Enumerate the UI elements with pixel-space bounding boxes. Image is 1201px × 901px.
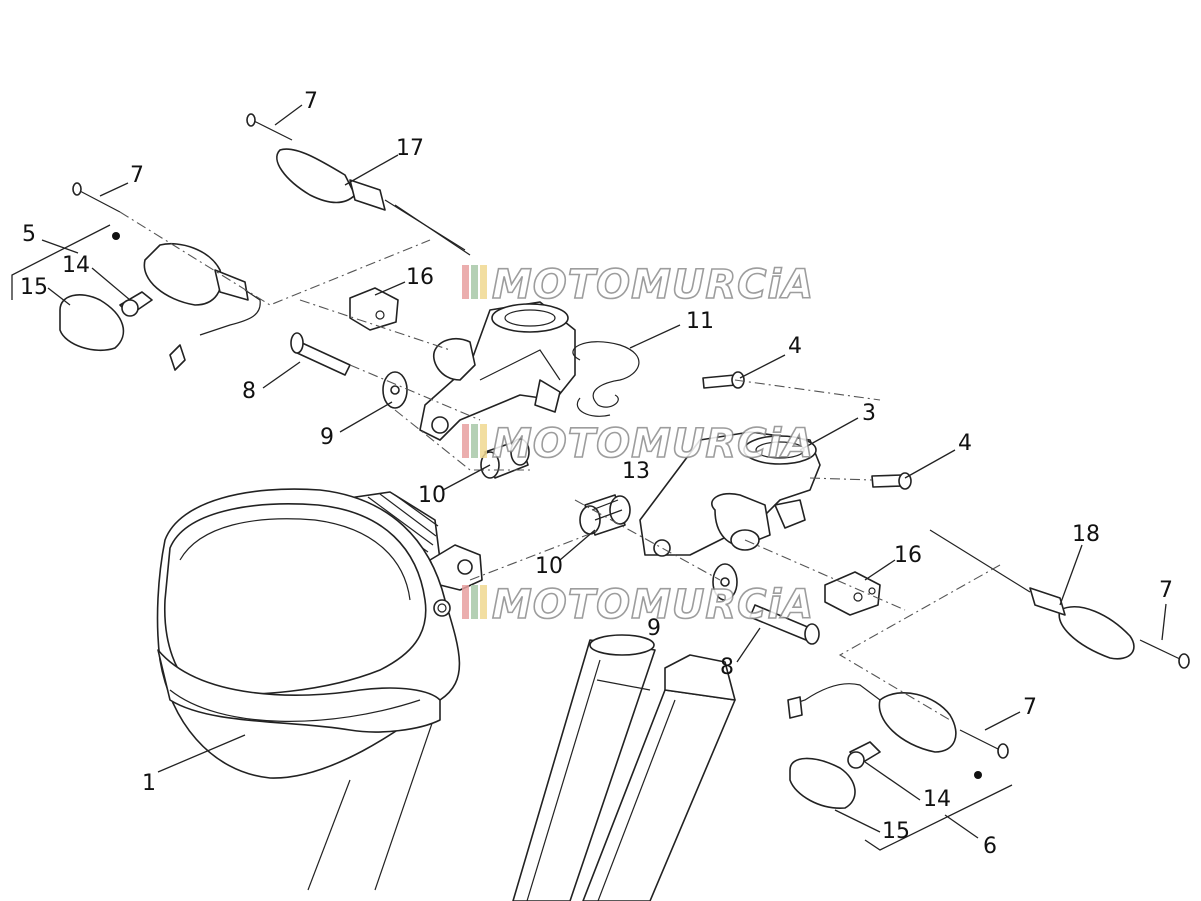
callout-15-right: 15 (882, 819, 910, 844)
lens-15a (59, 294, 125, 352)
bolt-8b (749, 604, 820, 645)
marker-dot-6 (974, 771, 982, 779)
lower-bracket-right (639, 431, 821, 557)
washer-9a (382, 371, 408, 409)
callout-18: 18 (1072, 522, 1100, 547)
callout-14-left: 14 (62, 253, 90, 278)
fork-lines-lower-left (307, 699, 441, 891)
rubber-bushing-10a (480, 438, 530, 479)
indicator-18 (929, 529, 1135, 660)
callout-4-upper: 4 (788, 334, 802, 359)
screw-7b (72, 182, 121, 213)
callout-10-left: 10 (418, 483, 446, 508)
callout-1: 1 (142, 771, 156, 796)
callout-7-left: 7 (130, 163, 144, 188)
connector-16b (824, 571, 881, 616)
group-bracket-6 (864, 784, 1013, 851)
indicator-5 (143, 243, 261, 371)
callout-11: 11 (686, 309, 714, 334)
callout-13: 13 (622, 459, 650, 484)
svg-text:MOTOMURCiA: MOTOMURCiA (492, 262, 814, 308)
assembly-lines (119, 211, 1001, 721)
watermark-3: MOTOMURCiA (462, 581, 814, 629)
watermark-1: MOTOMURCiA (462, 261, 814, 309)
bolt-8a (290, 332, 351, 376)
washer-9b (712, 563, 738, 601)
svg-text:MOTOMURCiA: MOTOMURCiA (492, 421, 814, 467)
lens-15b (789, 757, 856, 809)
indicator-6 (787, 683, 957, 753)
watermark-2: MOTOMURCiA (462, 420, 814, 468)
bulb-14a (119, 291, 153, 317)
callout-6: 6 (983, 834, 997, 859)
callout-16-right: 16 (894, 543, 922, 568)
callout-8-right: 8 (720, 655, 734, 680)
callout-7-bottom: 7 (1023, 695, 1037, 720)
callout-15-left: 15 (20, 275, 48, 300)
callout-14-right: 14 (923, 787, 951, 812)
fork-tube-left (512, 634, 656, 901)
svg-text:MOTOMURCiA: MOTOMURCiA (492, 582, 814, 628)
callout-5: 5 (22, 222, 36, 247)
callout-17: 17 (396, 136, 424, 161)
screw-7c (1139, 639, 1190, 669)
wire-clip (572, 341, 640, 417)
connector-16a (349, 287, 399, 331)
group-bracket-5 (11, 224, 111, 300)
callout-3: 3 (862, 401, 876, 426)
callout-16-left: 16 (406, 265, 434, 290)
callout-7-top: 7 (304, 89, 318, 114)
callout-9-left: 9 (320, 425, 334, 450)
screw-7d (959, 729, 1009, 759)
upper-bracket-left (419, 301, 576, 441)
bulb-14b (847, 741, 881, 769)
callout-labels: 1 3 4 4 5 6 7 7 7 7 8 8 9 9 10 10 11 13 … (20, 89, 1173, 859)
callout-7-right: 7 (1159, 578, 1173, 603)
callout-10-right: 10 (535, 554, 563, 579)
headlight-assembly (156, 488, 483, 779)
screw-7a (246, 113, 293, 141)
fork-tube-right (582, 654, 736, 901)
rubber-bushing-10b (579, 494, 631, 536)
bolt-4b (871, 472, 912, 490)
callout-8-left: 8 (242, 379, 256, 404)
marker-dot-5 (112, 232, 120, 240)
callout-4-lower: 4 (958, 431, 972, 456)
leader-lines (41, 104, 1167, 839)
indicator-17 (276, 148, 471, 256)
callout-9-right: 9 (647, 616, 661, 641)
